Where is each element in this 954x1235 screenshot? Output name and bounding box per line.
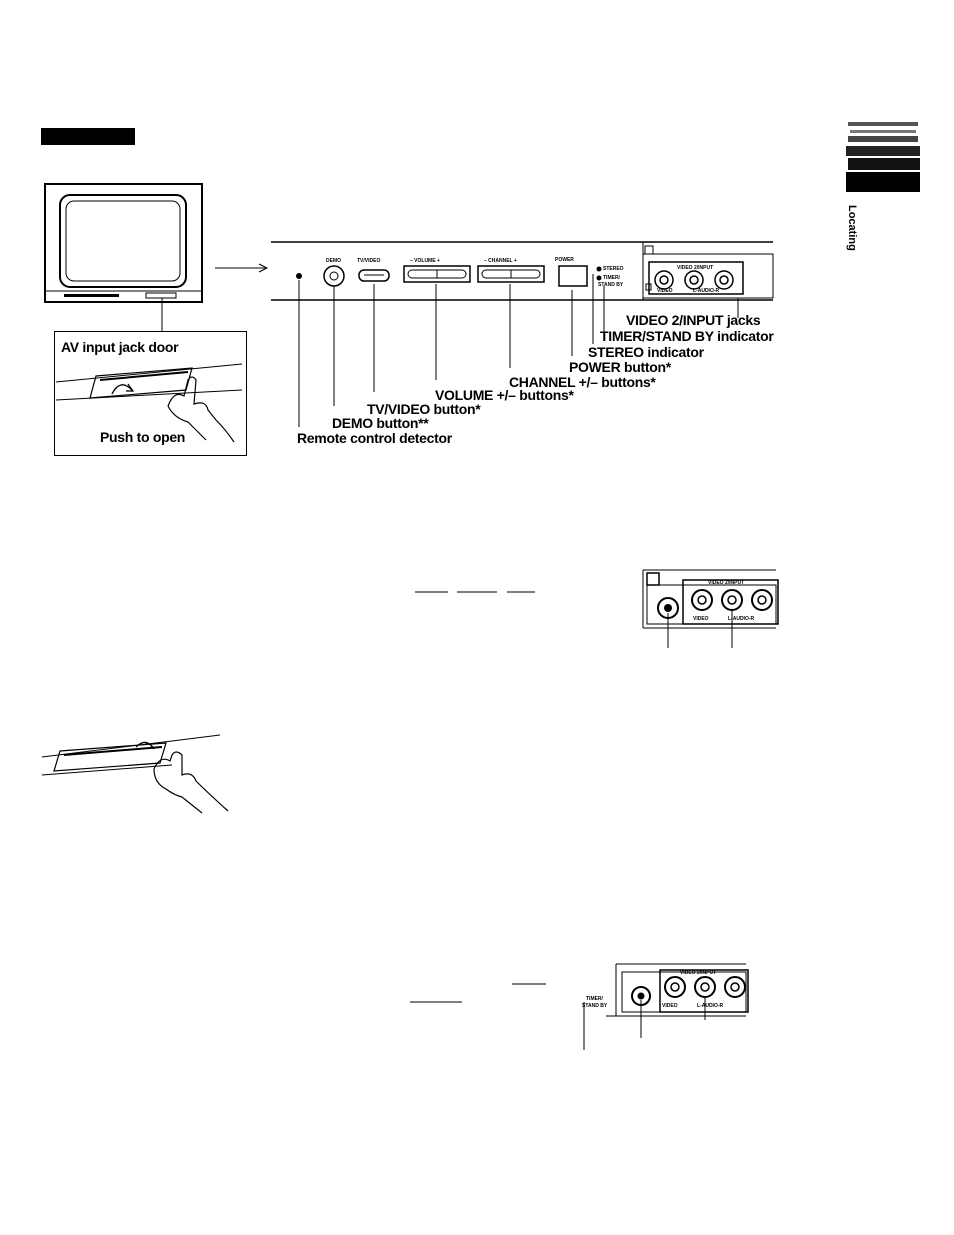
av-door-title: AV input jack door <box>61 339 179 355</box>
stereo-tiny-label: STEREO <box>603 266 624 272</box>
audio-tiny-label: L-AUDIO-R <box>693 288 720 294</box>
callout-remote-detector: Remote control detector <box>297 430 452 446</box>
door-push-illustration-2 <box>41 734 229 814</box>
section-header-bar <box>41 128 135 145</box>
underline-marks-1 <box>415 591 535 593</box>
side-tab-graphic <box>846 118 920 248</box>
jack2-audio-label: L-AUDIO-R <box>697 1003 724 1009</box>
av-door-caption: Push to open <box>100 429 186 445</box>
jack2-video-label: VIDEO <box>662 1003 678 1009</box>
tv-video-tiny-label: TV/VIDEO <box>357 258 381 264</box>
tv-to-box-line <box>161 298 163 332</box>
callout-channel-buttons: CHANNEL +/– buttons* <box>509 374 656 390</box>
underline-marks-2 <box>410 983 546 1003</box>
timer-tiny-label-2: STAND BY <box>598 282 624 288</box>
jack2-timer-label-2: STAND BY <box>582 1003 608 1009</box>
jack-closeup-1 <box>642 569 779 648</box>
jack1-video-label: VIDEO <box>693 616 709 622</box>
callout-leader-lines <box>298 274 739 427</box>
side-tab-text: Locating <box>846 205 858 251</box>
volume-tiny-label: – VOLUME + <box>410 258 440 264</box>
callout-demo-button: DEMO button** <box>332 415 429 431</box>
jack2-timer-label-1: TIMER/ <box>586 996 603 1002</box>
video-input-tiny-label: VIDEO 2/INPUT <box>677 265 714 271</box>
jack1-video-input-label: VIDEO 2/INPUT <box>708 580 745 586</box>
channel-tiny-label: – CHANNEL + <box>484 258 517 264</box>
callout-video-input-jacks: VIDEO 2/INPUT jacks <box>626 312 761 328</box>
callout-stereo-indicator: STEREO indicator <box>588 344 704 360</box>
tv-illustration <box>44 183 203 303</box>
demo-tiny-label: DEMO <box>326 258 341 264</box>
jack1-audio-label: L-AUDIO-R <box>728 616 755 622</box>
door-push-illustration <box>55 363 243 443</box>
side-tab <box>846 118 920 248</box>
callout-power-button: POWER button* <box>569 359 671 375</box>
arrow-icon <box>215 263 269 273</box>
timer-tiny-label-1: TIMER/ <box>603 275 620 281</box>
jack-closeup-2 <box>583 963 749 1050</box>
callout-volume-buttons: VOLUME +/– buttons* <box>435 387 574 403</box>
callout-timer-indicator: TIMER/STAND BY indicator <box>600 328 774 344</box>
callout-tv-video-button: TV/VIDEO button* <box>367 401 481 417</box>
av-door-box <box>54 331 247 456</box>
video-tiny-label: VIDEO <box>657 288 673 294</box>
power-tiny-label: POWER <box>555 257 574 263</box>
front-panel <box>271 241 774 301</box>
jack2-video-input-label: VIDEO 2/INPUT <box>680 970 717 976</box>
